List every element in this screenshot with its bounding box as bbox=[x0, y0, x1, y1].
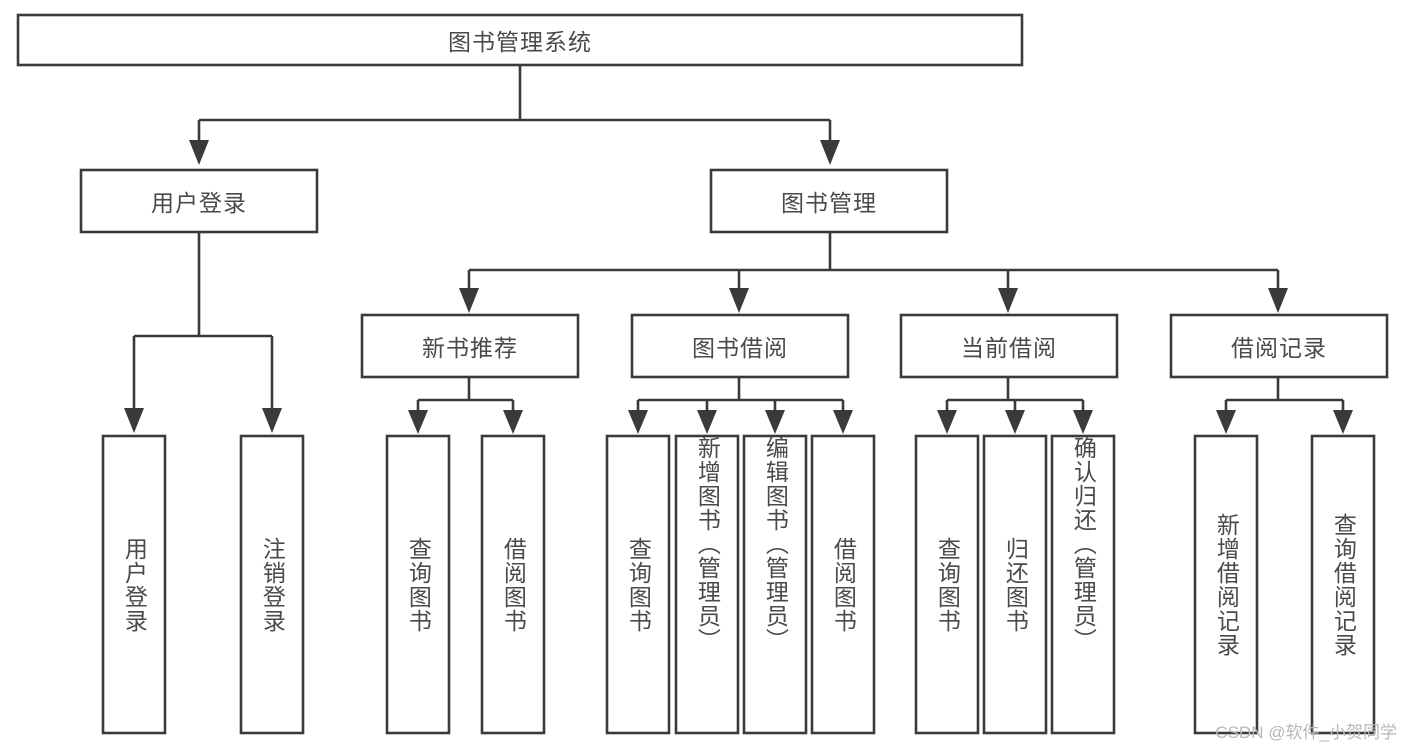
arrowhead-current-borrow-leaf-2 bbox=[1073, 410, 1093, 434]
leaf-box-book-borrow-2[interactable] bbox=[742, 434, 808, 735]
leaf-box-current-borrow-0[interactable] bbox=[914, 434, 980, 735]
arrowhead-root-to-book-manage bbox=[820, 140, 840, 165]
arrowhead-book-borrow-leaf-1 bbox=[697, 410, 717, 434]
leaf-box-new-book-0[interactable] bbox=[385, 434, 451, 735]
arrowhead-current-borrow-leaf-0 bbox=[937, 410, 957, 434]
node-book-borrow-box[interactable] bbox=[630, 313, 850, 379]
leaf-box-user-login-0[interactable] bbox=[101, 434, 167, 735]
arrowhead-to-current-borrow bbox=[998, 288, 1018, 313]
node-book-manage-box[interactable] bbox=[709, 168, 949, 234]
leaf-box-borrow-record-0[interactable] bbox=[1193, 434, 1259, 735]
node-user-login-box[interactable] bbox=[79, 168, 319, 234]
arrowhead-new-book-leaf-0 bbox=[408, 410, 428, 434]
arrowhead-new-book-leaf-1 bbox=[503, 410, 523, 434]
arrowhead-book-borrow-leaf-3 bbox=[833, 410, 853, 434]
arrowhead-to-book-borrow bbox=[729, 288, 749, 313]
arrowhead-book-borrow-leaf-2 bbox=[765, 410, 785, 434]
leaf-box-book-borrow-0[interactable] bbox=[605, 434, 671, 735]
leaf-box-new-book-1[interactable] bbox=[480, 434, 546, 735]
leaf-box-user-login-1[interactable] bbox=[239, 434, 305, 735]
node-root-box[interactable] bbox=[16, 13, 1024, 67]
arrowhead-to-borrow-record bbox=[1268, 288, 1288, 313]
leaf-box-book-borrow-3[interactable] bbox=[810, 434, 876, 735]
leaf-box-borrow-record-1[interactable] bbox=[1310, 434, 1376, 735]
node-current-borrow-box[interactable] bbox=[899, 313, 1119, 379]
arrowhead-borrow-record-leaf-0 bbox=[1216, 410, 1236, 434]
arrowhead-user-login-leaf-0 bbox=[124, 408, 144, 433]
leaf-box-current-borrow-2[interactable] bbox=[1050, 434, 1116, 735]
node-new-book-recommend-box[interactable] bbox=[360, 313, 580, 379]
arrowhead-to-new-book bbox=[459, 288, 479, 313]
leaf-box-book-borrow-1[interactable] bbox=[674, 434, 740, 735]
node-borrow-record-box[interactable] bbox=[1169, 313, 1389, 379]
arrowhead-borrow-record-leaf-1 bbox=[1333, 410, 1353, 434]
arrowhead-book-borrow-leaf-0 bbox=[628, 410, 648, 434]
arrowhead-current-borrow-leaf-1 bbox=[1005, 410, 1025, 434]
arrowhead-user-login-leaf-1 bbox=[262, 408, 282, 433]
arrowhead-root-to-user-login bbox=[189, 140, 209, 165]
leaf-box-current-borrow-1[interactable] bbox=[982, 434, 1048, 735]
